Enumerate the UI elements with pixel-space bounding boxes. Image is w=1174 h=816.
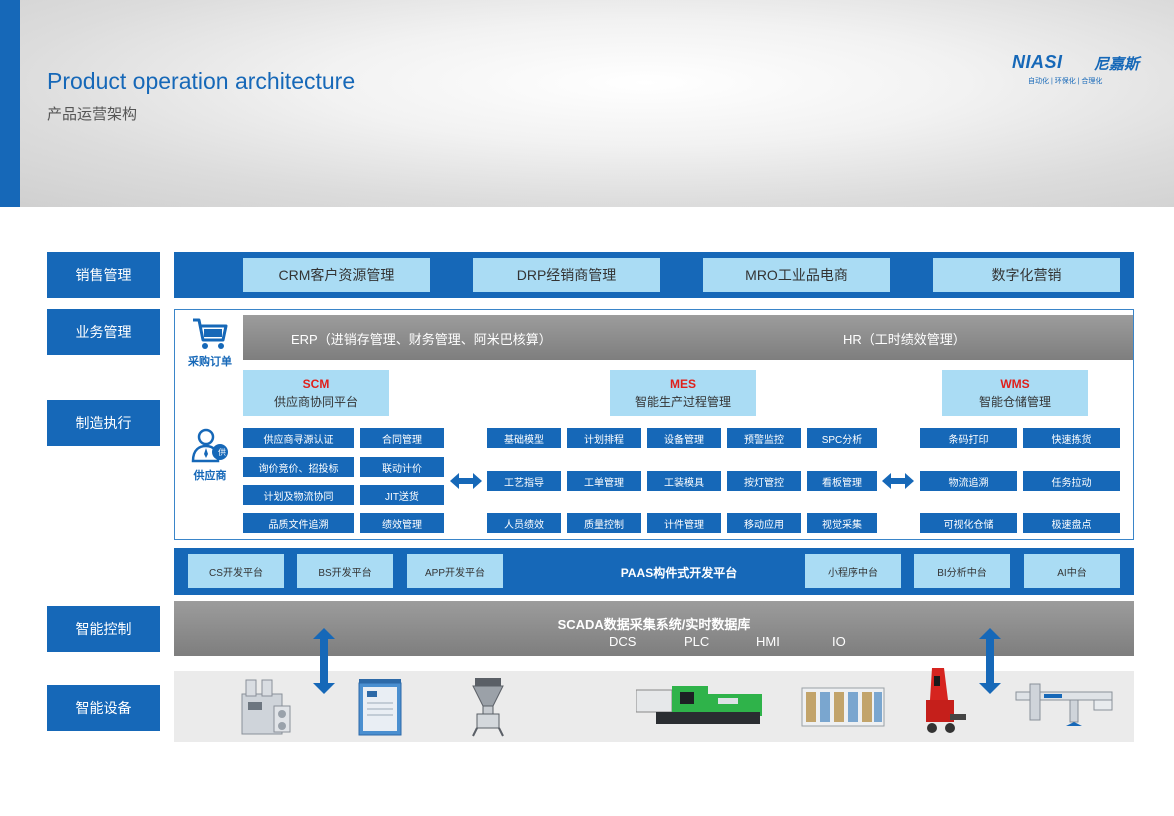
header-banner: [0, 0, 1174, 207]
scm-item: 联动计价: [360, 457, 444, 477]
mes-item: 视觉采集: [807, 513, 877, 533]
scada-item-plc: PLC: [684, 634, 710, 649]
purchase-order-label: 采购订单: [188, 356, 232, 368]
supplier-label: 供应商: [193, 470, 227, 482]
scm-item: 合同管理: [360, 428, 444, 448]
sales-box-crm: CRM客户资源管理: [243, 258, 430, 292]
side-label-smart-control: 智能控制: [47, 606, 160, 652]
scada-item-io: IO: [832, 634, 846, 649]
vertical-double-arrow-icon: [979, 628, 1001, 694]
page-title: Product operation architecture: [47, 68, 356, 94]
platform-band: CS开发平台 BS开发平台 APP开发平台 PAAS构件式开发平台 小程序中台 …: [174, 548, 1134, 595]
mes-item: 看板管理: [807, 471, 877, 491]
scm-header: SCM 供应商协同平台: [243, 370, 389, 416]
scm-name: SCM: [302, 377, 330, 391]
wms-subtitle: 智能仓储管理: [978, 395, 1051, 409]
mes-item: 基础模型: [487, 428, 561, 448]
mes-item: 移动应用: [727, 513, 801, 533]
mes-item: 计划排程: [567, 428, 641, 448]
side-label-manufacturing: 制造执行: [47, 400, 160, 446]
mes-header: MES 智能生产过程管理: [610, 370, 756, 416]
company-logo: NIASI 尼嘉斯 自动化 | 环保化 | 合理化: [1012, 50, 1142, 90]
sales-box-drp: DRP经销商管理: [473, 258, 660, 292]
scada-title: SCADA数据采集系统/实时数据库: [557, 617, 751, 632]
scada-item-dcs: DCS: [609, 634, 637, 649]
mes-item: 工艺指导: [487, 471, 561, 491]
platform-box-cs: CS开发平台: [188, 554, 284, 588]
hr-label: HR（工时绩效管理）: [843, 332, 966, 347]
erp-label: ERP（进销存管理、财务管理、阿米巴核算）: [291, 332, 552, 347]
hot-runner-controller-icon: [801, 687, 885, 727]
wms-item: 任务拉动: [1023, 471, 1120, 491]
sales-box-digital-marketing: 数字化营销: [933, 258, 1120, 292]
mes-item: 设备管理: [647, 428, 721, 448]
wms-item: 物流追溯: [920, 471, 1017, 491]
robot-arm-icon: [1015, 683, 1113, 726]
mes-item: 工装模具: [647, 471, 721, 491]
erp-hr-bar: ERP（进销存管理、财务管理、阿米巴核算） HR（工时绩效管理）: [243, 315, 1133, 360]
scada-item-hmi: HMI: [756, 634, 780, 649]
mes-name: MES: [669, 377, 696, 391]
scm-item: 计划及物流协同: [243, 485, 354, 505]
scm-item: 绩效管理: [360, 513, 444, 533]
control-cabinet-icon: [358, 679, 402, 736]
wms-item: 极速盘点: [1023, 513, 1120, 533]
supplier-person-icon: [191, 428, 228, 463]
wms-header: WMS 智能仓储管理: [942, 370, 1088, 416]
logo-chinese-name: 尼嘉斯: [1094, 56, 1140, 73]
scm-subtitle: 供应商协同平台: [273, 395, 358, 409]
platform-box-app: APP开发平台: [407, 554, 503, 588]
mes-item: 工单管理: [567, 471, 641, 491]
wms-item: 可视化仓储: [920, 513, 1017, 533]
supplier-badge: 供: [218, 448, 226, 457]
scm-item: JIT送货: [360, 485, 444, 505]
paas-label: PAAS构件式开发平台: [620, 566, 738, 580]
shopping-cart-icon: [193, 318, 228, 349]
wms-name: WMS: [1000, 377, 1030, 391]
scm-item: 供应商寻源认证: [243, 428, 354, 448]
platform-box-mini-program: 小程序中台: [805, 554, 901, 588]
mes-item: 人员绩效: [487, 513, 561, 533]
scada-bar: SCADA数据采集系统/实时数据库 DCS PLC HMI IO: [174, 601, 1134, 656]
scm-item: 品质文件追溯: [243, 513, 354, 533]
mes-item: 计件管理: [647, 513, 721, 533]
mes-item: 预警监控: [727, 428, 801, 448]
mes-item: 按灯管控: [727, 471, 801, 491]
platform-box-ai: AI中台: [1024, 554, 1120, 588]
sales-box-mro: MRO工业品电商: [703, 258, 890, 292]
mes-item: SPC分析: [807, 428, 877, 448]
scm-item: 询价竞价、招投标: [243, 457, 354, 477]
mes-subtitle: 智能生产过程管理: [634, 395, 731, 409]
dryer-machine-icon: [241, 679, 291, 735]
platform-box-bs: BS开发平台: [297, 554, 393, 588]
side-label-smart-equipment: 智能设备: [47, 685, 160, 731]
double-arrow-icon: [450, 473, 482, 489]
agv-forklift-icon: [926, 668, 966, 733]
mes-item: 质量控制: [567, 513, 641, 533]
hopper-loader-icon: [472, 678, 504, 737]
vertical-double-arrow-icon: [313, 628, 335, 694]
logo-tagline: 自动化 | 环保化 | 合理化: [1028, 78, 1103, 85]
sales-band: CRM客户资源管理 DRP经销商管理 MRO工业品电商 数字化营销: [174, 252, 1134, 298]
injection-molding-machine-icon: [636, 686, 762, 724]
logo-mark: NIASI: [1012, 52, 1063, 72]
platform-box-bi: BI分析中台: [914, 554, 1010, 588]
side-label-business: 业务管理: [47, 309, 160, 355]
wms-item: 快速拣货: [1023, 428, 1120, 448]
header-accent-bar: [0, 0, 20, 207]
wms-item: 条码打印: [920, 428, 1017, 448]
side-label-sales: 销售管理: [47, 252, 160, 298]
double-arrow-icon: [882, 473, 914, 489]
page-subtitle: 产品运营架构: [47, 106, 138, 123]
